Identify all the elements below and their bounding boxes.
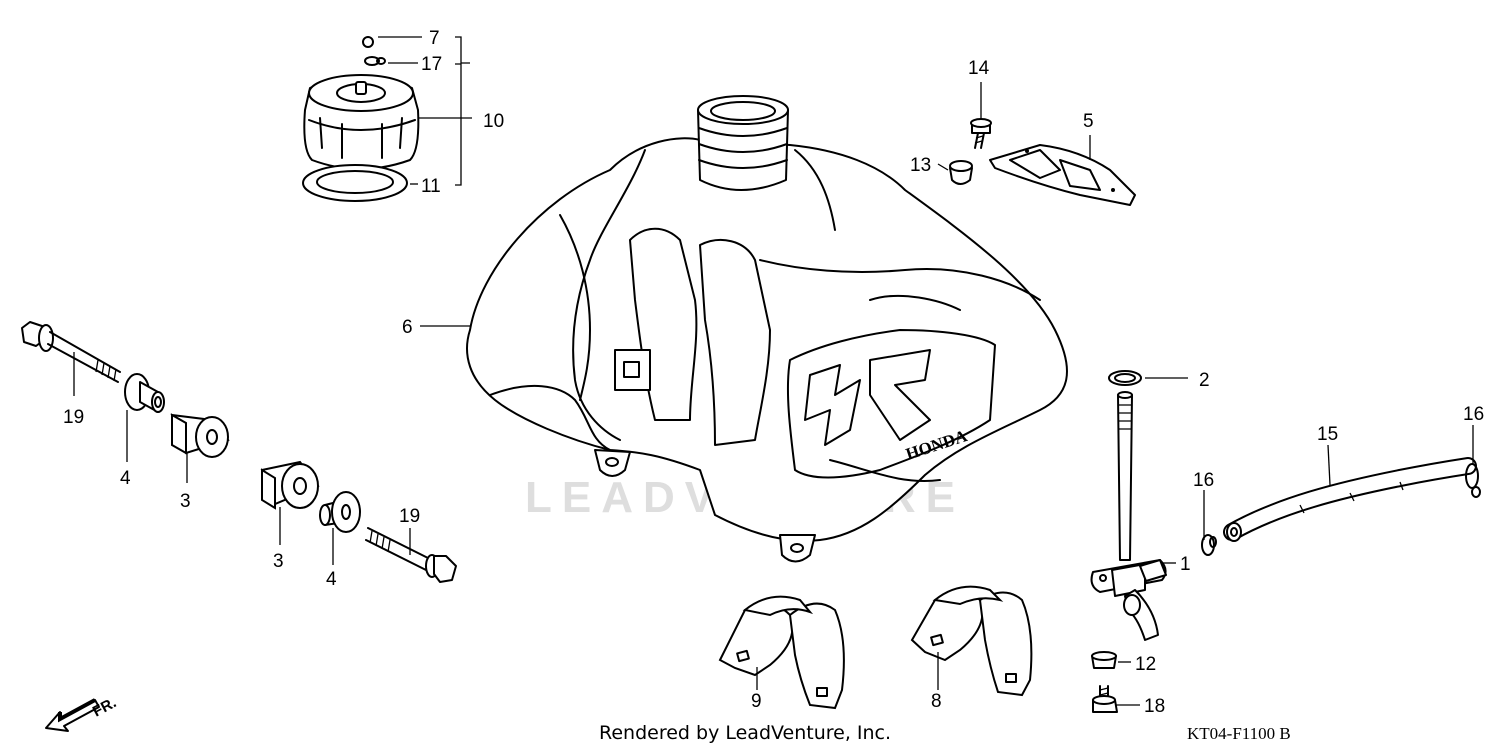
callout-labels: 7 17 10 11 14 5 13 6 2 19 4 3 3 4 19 15 … xyxy=(63,28,1484,717)
leader-lines xyxy=(73,36,1474,706)
callout-2[interactable]: 2 xyxy=(1199,370,1210,391)
part-fuel-cock[interactable] xyxy=(1090,391,1167,641)
front-direction-arrow-icon: FR. xyxy=(45,694,119,732)
callout-9[interactable]: 9 xyxy=(751,691,762,712)
callout-6[interactable]: 6 xyxy=(402,317,413,338)
part-cap-gasket[interactable] xyxy=(302,164,408,202)
callout-14[interactable]: 14 xyxy=(968,58,990,79)
callout-8[interactable]: 8 xyxy=(931,691,942,712)
front-direction-label: FR. xyxy=(90,694,119,720)
part-bolt-19-lower[interactable] xyxy=(365,527,457,583)
callout-16-right[interactable]: 16 xyxy=(1463,404,1484,425)
callout-17[interactable]: 17 xyxy=(421,54,442,75)
part-screw[interactable] xyxy=(1092,685,1118,713)
part-collar-lower[interactable] xyxy=(319,491,361,533)
part-grommet[interactable] xyxy=(949,160,973,185)
part-rubber-upper[interactable] xyxy=(170,413,230,458)
part-rubber-lower[interactable] xyxy=(260,460,320,510)
callout-12[interactable]: 12 xyxy=(1135,654,1156,675)
part-strap[interactable] xyxy=(989,144,1136,206)
callout-3-lower[interactable]: 3 xyxy=(273,551,284,572)
part-band-9[interactable] xyxy=(718,595,845,710)
part-tube-clip-b[interactable] xyxy=(1465,463,1481,498)
part-bolt-14[interactable] xyxy=(970,118,992,149)
callout-19-lower[interactable]: 19 xyxy=(399,506,420,527)
callout-5[interactable]: 5 xyxy=(1083,111,1094,132)
callout-19-upper[interactable]: 19 xyxy=(63,407,84,428)
part-clip[interactable] xyxy=(364,56,386,66)
callout-11[interactable]: 11 xyxy=(421,176,441,197)
part-fuel-cap[interactable] xyxy=(303,74,420,170)
callout-7[interactable]: 7 xyxy=(429,28,440,49)
callout-1[interactable]: 1 xyxy=(1180,554,1191,575)
callout-16-left[interactable]: 16 xyxy=(1193,470,1214,491)
footer-credit: Rendered by LeadVenture, Inc. xyxy=(599,722,891,744)
part-collar-upper[interactable] xyxy=(124,373,165,413)
part-cup[interactable] xyxy=(1091,651,1117,669)
callout-15[interactable]: 15 xyxy=(1317,424,1338,445)
callout-10[interactable]: 10 xyxy=(483,111,504,132)
callout-13[interactable]: 13 xyxy=(910,155,931,176)
part-tube-clip-a[interactable] xyxy=(1201,534,1217,556)
callout-bracket xyxy=(455,36,470,186)
part-band-8[interactable] xyxy=(910,585,1033,697)
diagram-code: KT04-F1100 B xyxy=(1187,724,1291,743)
part-bolt-19-upper[interactable] xyxy=(21,321,121,383)
callout-4-lower[interactable]: 4 xyxy=(326,569,337,590)
part-breather-tube[interactable] xyxy=(115,22,374,161)
callout-4-upper[interactable]: 4 xyxy=(120,468,131,489)
part-fuel-tube[interactable] xyxy=(1223,457,1477,542)
callout-18[interactable]: 18 xyxy=(1144,696,1165,717)
part-fuel-tank[interactable]: HONDA xyxy=(466,95,1068,563)
part-o-ring[interactable] xyxy=(1108,370,1142,386)
callout-3-upper[interactable]: 3 xyxy=(180,491,191,512)
